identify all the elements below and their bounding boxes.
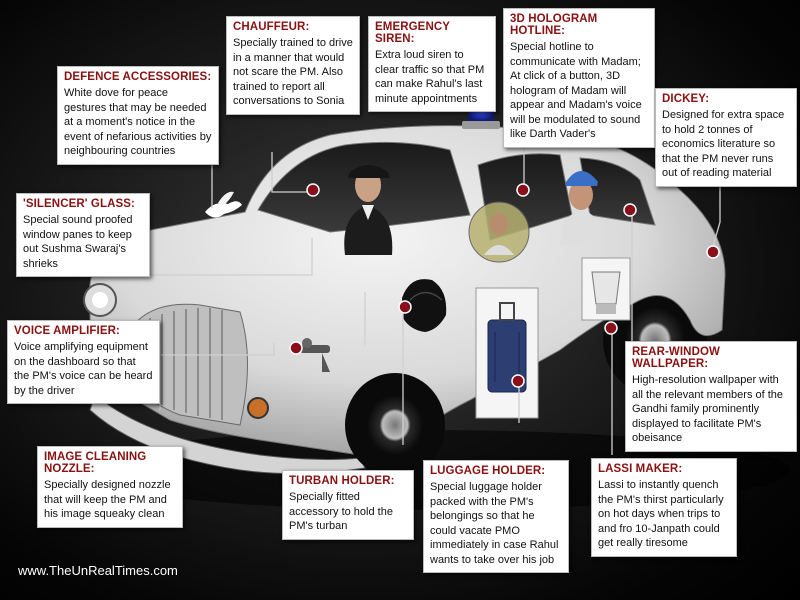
marker-dickey xyxy=(706,245,720,259)
callout-markers xyxy=(289,183,720,388)
callout-silencer-glass: 'SILENCER' GLASS: Special sound proofed … xyxy=(16,193,150,277)
callout-dickey: DICKEY: Designed for extra space to hold… xyxy=(655,88,797,187)
callout-text: Designed for extra space to hold 2 tonne… xyxy=(662,109,785,179)
indicator-light xyxy=(247,397,269,419)
pm-figure xyxy=(560,171,603,245)
callout-rear-window-wallpaper: REAR-WINDOW WALLPAPER: High-resolution w… xyxy=(625,341,797,452)
marker-lassi xyxy=(604,321,618,335)
chauffeur-figure xyxy=(344,165,393,255)
callout-text: High-resolution wallpaper with all the r… xyxy=(632,374,784,444)
callout-text: Extra loud siren to clear traffic so tha… xyxy=(375,49,485,105)
callout-title: LASSI MAKER: xyxy=(598,463,683,475)
callout-lassi-maker: LASSI MAKER: Lassi to instantly quench t… xyxy=(591,458,737,557)
turban-icon xyxy=(402,279,447,332)
callout-text: Specially designed nozzle that will keep… xyxy=(44,479,171,520)
callout-emergency-siren: EMERGENCY SIREN: Extra loud siren to cle… xyxy=(368,16,496,112)
callout-title: DICKEY: xyxy=(662,93,710,105)
callout-turban-holder: TURBAN HOLDER: Specially fitted accessor… xyxy=(282,470,414,540)
callout-title: 'SILENCER' GLASS: xyxy=(23,198,135,210)
callout-text: Special luggage holder packed with the P… xyxy=(430,481,559,566)
callout-title: VOICE AMPLIFIER: xyxy=(14,325,120,337)
marker-hologram xyxy=(516,183,530,197)
hologram-bubble xyxy=(468,201,530,263)
blue-turban-icon xyxy=(566,171,598,186)
callout-text: Specially fitted accessory to hold the P… xyxy=(289,491,393,532)
callout-text: Voice amplifying equipment on the dashbo… xyxy=(14,341,153,397)
leader-lines xyxy=(135,96,721,455)
callout-image-cleaning-nozzle: IMAGE CLEANING NOZZLE: Specially designe… xyxy=(37,446,183,528)
website-footer: www.TheUnRealTimes.com xyxy=(18,563,178,578)
callout-text: Lassi to instantly quench the PM's thirs… xyxy=(598,479,724,549)
callout-text: White dove for peace gestures that may b… xyxy=(64,87,212,157)
callout-title: EMERGENCY SIREN: xyxy=(375,21,450,45)
marker-turban xyxy=(398,300,412,314)
callout-voice-amplifier: VOICE AMPLIFIER: Voice amplifying equipm… xyxy=(7,320,160,404)
callout-title: TURBAN HOLDER: xyxy=(289,475,395,487)
callout-title: CHAUFFEUR: xyxy=(233,21,310,33)
callout-text: Specially trained to drive in a manner t… xyxy=(233,37,353,107)
callout-title: LUGGAGE HOLDER: xyxy=(430,465,546,477)
suitcase-icon xyxy=(475,287,539,419)
nozzle-icon xyxy=(300,338,330,372)
dove-icon xyxy=(205,191,242,218)
marker-wallpaper xyxy=(623,203,637,217)
callout-title: IMAGE CLEANING NOZZLE: xyxy=(44,451,147,475)
callout-text: Special hotline to communicate with Mada… xyxy=(510,41,642,140)
callout-title: DEFENCE ACCESSORIES: xyxy=(64,71,212,83)
lassi-maker-icon xyxy=(581,257,631,321)
callout-text: Special sound proofed window panes to ke… xyxy=(23,214,133,270)
callout-defence-accessories: DEFENCE ACCESSORIES: White dove for peac… xyxy=(57,66,219,165)
callout-luggage-holder: LUGGAGE HOLDER: Special luggage holder p… xyxy=(423,460,569,573)
callout-title: 3D HOLOGRAM HOTLINE: xyxy=(510,13,598,37)
callout-3d-hologram-hotline: 3D HOLOGRAM HOTLINE: Special hotline to … xyxy=(503,8,655,148)
marker-chauffeur xyxy=(306,183,320,197)
marker-voice xyxy=(289,341,303,355)
callout-chauffeur: CHAUFFEUR: Specially trained to drive in… xyxy=(226,16,360,115)
callout-title: REAR-WINDOW WALLPAPER: xyxy=(632,346,720,370)
marker-luggage xyxy=(511,374,525,388)
front-wheel xyxy=(345,373,445,477)
